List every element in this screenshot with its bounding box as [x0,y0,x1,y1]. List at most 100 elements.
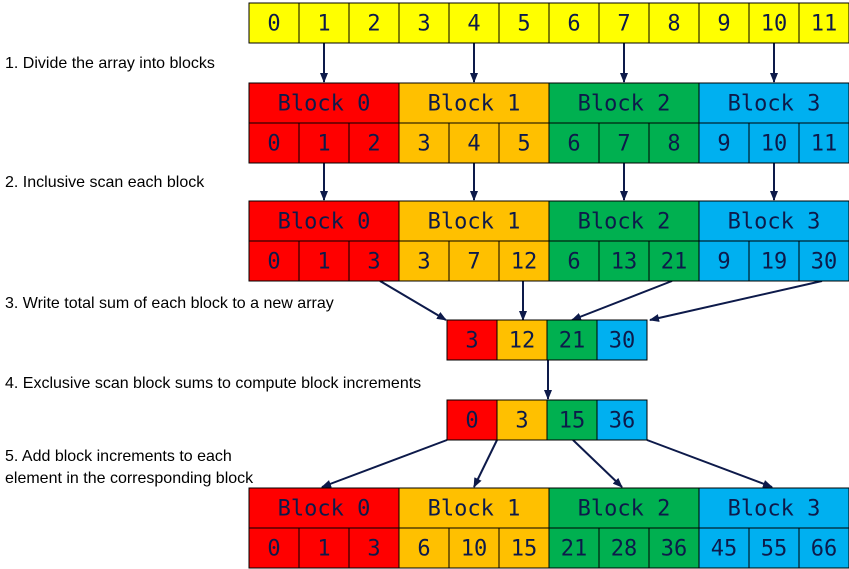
block-sums-value-0: 3 [465,329,478,354]
step-2-caption: 2. Inclusive scan each block [5,174,205,191]
input-array-cell-10 [748,2,800,44]
block-increments-value-3: 36 [609,409,636,434]
divided-value-5: 5 [517,132,530,157]
scanned-block-3 [698,200,849,242]
scanned-value-11: 30 [811,250,838,275]
scanned-value-6: 6 [567,250,580,275]
input-array-value-11: 11 [811,12,838,37]
final-value-4: 10 [461,537,488,562]
scanned-block-label-2: Block 2 [578,210,671,235]
divided-value-10: 10 [761,132,788,157]
divided-cell-8 [648,122,700,164]
step-5-caption-line1: 5. Add block increments to each [5,448,232,465]
arrow-add-0 [321,439,448,488]
final-value-1: 1 [317,537,330,562]
scanned-block-label-0: Block 0 [278,210,371,235]
divided-block-3 [698,82,849,124]
block-sums-cell-3 [596,319,648,361]
block-increments-cell-0 [446,399,498,441]
scanned-value-1: 1 [317,250,330,275]
final-cell-7 [598,527,650,569]
arrow-sum-2 [571,280,673,321]
input-array-value-2: 2 [367,12,380,37]
divided-value-4: 4 [467,132,480,157]
scanned-value-4: 7 [467,250,480,275]
scanned-value-10: 19 [761,250,788,275]
scanned-cell-4 [448,240,500,282]
divided-block-label-0: Block 0 [278,92,371,117]
input-array-cell-5 [498,2,550,44]
block-increments-value-0: 0 [465,409,478,434]
divided-cell-3 [398,122,450,164]
final-cell-8 [648,527,700,569]
block-sums-value-2: 21 [559,329,586,354]
final-cell-4 [448,527,500,569]
divided-block-2 [548,82,700,124]
scanned-value-9: 9 [717,250,730,275]
final-cell-0 [248,527,300,569]
input-array-value-8: 8 [667,12,680,37]
input-array-value-3: 3 [417,12,430,37]
input-array-value-10: 10 [761,12,788,37]
final-block-label-2: Block 2 [578,497,671,522]
final-block-0 [248,487,400,529]
final-cell-1 [298,527,350,569]
scanned-cell-10 [748,240,800,282]
final-value-9: 45 [711,537,738,562]
input-array-cell-2 [348,2,400,44]
divided-cell-9 [698,122,750,164]
final-value-6: 21 [561,537,588,562]
input-array-value-4: 4 [467,12,480,37]
input-array-value-7: 7 [617,12,630,37]
divided-cell-11 [798,122,849,164]
final-block-3 [698,487,849,529]
scanned-cell-0 [248,240,300,282]
arrow-add-1 [473,439,498,488]
divided-value-3: 3 [417,132,430,157]
input-array-cell-9 [698,2,750,44]
scanned-cell-1 [298,240,350,282]
divided-block-1 [398,82,550,124]
scanned-value-5: 12 [511,250,538,275]
scanned-cell-7 [598,240,650,282]
final-cell-6 [548,527,600,569]
scanned-cell-8 [648,240,700,282]
arrows [320,43,823,488]
block-sums-cell-1 [496,319,548,361]
final-cell-9 [698,527,750,569]
final-value-3: 6 [417,537,430,562]
final-value-5: 15 [511,537,538,562]
scanned-block-label-3: Block 3 [728,210,821,235]
final-value-7: 28 [611,537,638,562]
input-array-cell-0 [248,2,300,44]
block-sums-cell-0 [446,319,498,361]
divided-value-7: 7 [617,132,630,157]
final-cell-5 [498,527,550,569]
scanned-value-7: 13 [611,250,638,275]
final-value-11: 66 [811,537,838,562]
input-array-value-0: 0 [267,12,280,37]
divided-value-2: 2 [367,132,380,157]
divided-cell-0 [248,122,300,164]
scanned-value-8: 21 [661,250,688,275]
block-sums-value-1: 12 [509,329,536,354]
input-array-cell-6 [548,2,600,44]
divided-value-8: 8 [667,132,680,157]
scanned-cell-11 [798,240,849,282]
block-increments-cell-3 [596,399,648,441]
divided-block-0 [248,82,400,124]
input-array-value-6: 6 [567,12,580,37]
block-increments-cell-2 [546,399,598,441]
input-array-value-9: 9 [717,12,730,37]
divided-cell-4 [448,122,500,164]
final-cell-3 [398,527,450,569]
divided-value-11: 11 [811,132,838,157]
final-block-2 [548,487,700,529]
step-4-caption: 4. Exclusive scan block sums to compute … [5,375,421,392]
arrow-add-3 [646,439,773,488]
final-value-0: 0 [267,537,280,562]
final-value-2: 3 [367,537,380,562]
block-sums-value-3: 30 [609,329,636,354]
final-block-label-3: Block 3 [728,497,821,522]
